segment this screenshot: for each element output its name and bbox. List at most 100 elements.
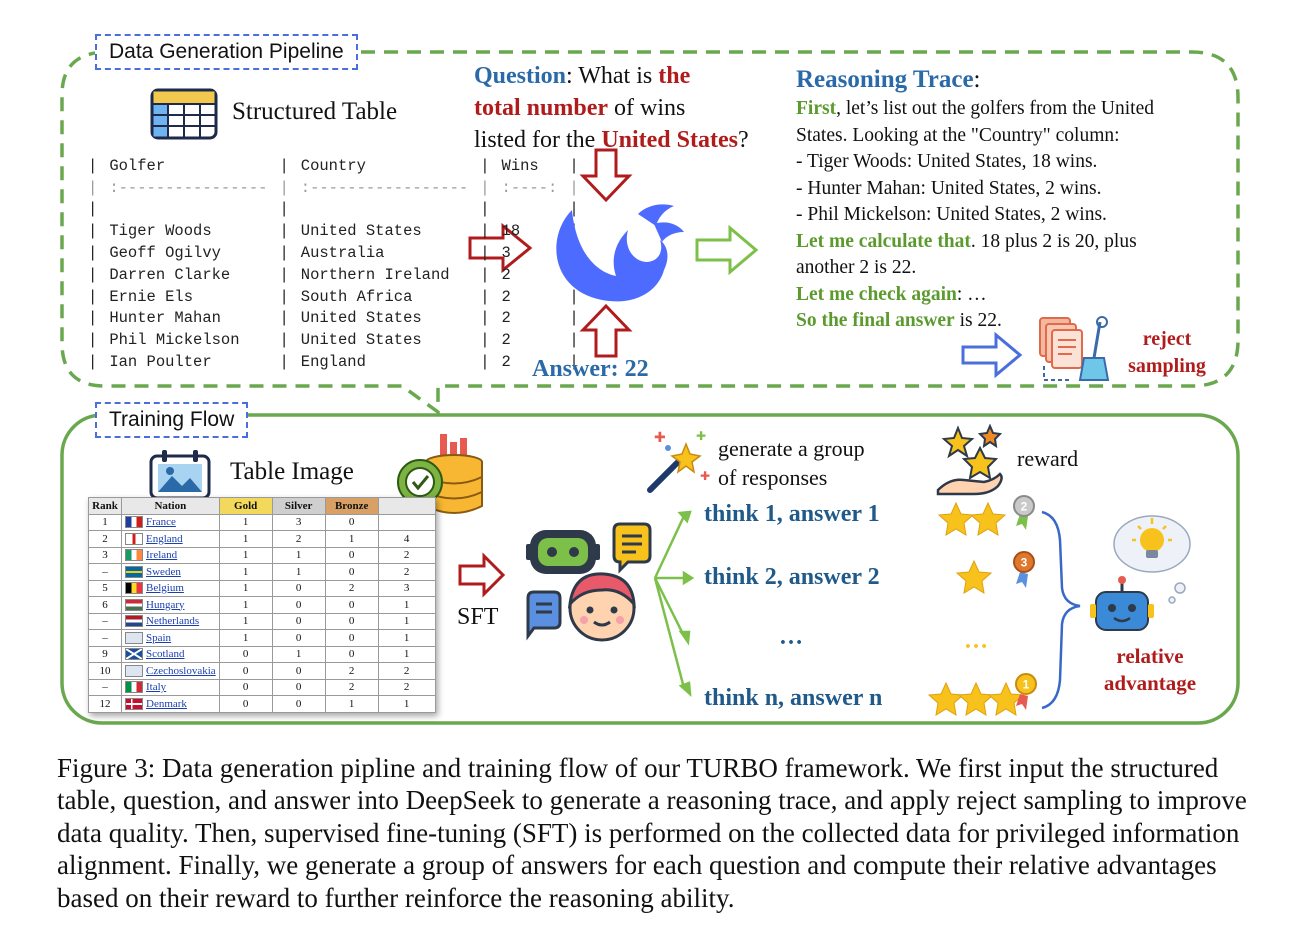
medal-cell: – [89,613,122,630]
medal-cell: 1 [219,580,272,597]
medal-cell: 2 [378,564,435,581]
medal-cell: 0 [272,597,325,614]
md-separator-cell: :---------------- [103,177,273,199]
arrow-model-to-trace [697,228,756,272]
medal-cell: 2 [272,531,325,548]
medal-cell: 1 [219,613,272,630]
arrow-question-to-model [583,150,629,200]
medal-nation: England [122,531,220,548]
star-icon [929,683,963,715]
figure-caption: Figure 3: Data generation pipline and tr… [57,752,1247,914]
table-row: |Ernie Els|South Africa|2| [82,286,585,308]
medal-cell: 0 [272,630,325,647]
table-row: 5Belgium1023 [89,580,436,597]
md-cell: Phil Mickelson [103,329,273,351]
trace-highlight: Let me check again [796,284,957,305]
md-header-golfer: Golfer [103,155,273,177]
medal-cell: 1 [378,696,435,713]
nation-link: Czechoslovakia [146,665,216,677]
medal-cell: 5 [89,580,122,597]
medal-cell: 1 [219,597,272,614]
md-cell: Tiger Woods [103,220,273,242]
nation-link: France [146,516,176,528]
md-cell: 2 [496,308,564,330]
medal-header-bronze: Bronze [325,498,378,515]
md-separator-cell: :----------------- [295,177,474,199]
think-line-n: think n, answer n [704,685,882,712]
arrow-sft [460,556,503,594]
arrow-answer-to-model [583,306,629,356]
medal-cell: 0 [219,646,272,663]
medal-cell: 1 [219,531,272,548]
medal-nation: Netherlands [122,613,220,630]
svg-text:✚: ✚ [696,429,706,443]
medal-nation: Denmark [122,696,220,713]
medal-header-nation: Nation [122,498,220,515]
md-cell: Australia [295,242,474,264]
medal-header-rank: Rank [89,498,122,515]
table-row: 6Hungary1001 [89,597,436,614]
medal-cell: 1 [219,514,272,531]
md-header-row: | Golfer | Country | Wins | [82,155,585,177]
question-part: of wins [608,95,685,121]
trace-line: another 2 is 22. [796,257,916,278]
medal-nation: Belgium [122,580,220,597]
trace-line: - Phil Mickelson: United States, 2 wins. [796,204,1107,225]
pipeline-tag: Data Generation Pipeline [95,34,358,70]
sft-label: SFT [457,604,498,631]
question-highlight: United States [601,127,738,153]
star-icon [971,503,1005,535]
question-part: : What is [566,63,658,89]
nation-link: England [146,533,183,545]
deepseek-whale-icon [546,196,686,308]
reward-hand-stars-icon [934,424,1010,496]
md-header-wins: Wins [496,155,564,177]
md-cell: 2 [496,329,564,351]
medal-cell: 1 [272,547,325,564]
table-row: |Tiger Woods|United States|18| [82,220,585,242]
question-text: Question: What is the total number of wi… [474,60,794,156]
medal-cell: 0 [219,696,272,713]
trace-line: - Hunter Mahan: United States, 2 wins. [796,178,1101,199]
md-header-country: Country [295,155,474,177]
reject-sampling-label: reject sampling [1112,326,1222,380]
medal-cell: 0 [325,514,378,531]
medal-nation: Spain [122,630,220,647]
medal-cell: 1 [219,564,272,581]
medal-cell: 0 [325,630,378,647]
table-row: 9Scotland0101 [89,646,436,663]
medal-nation: Hungary [122,597,220,614]
generate-line-1: generate a group [718,436,865,461]
md-cell: United States [295,329,474,351]
table-row: 2England1214 [89,531,436,548]
medal-header-silver: Silver [272,498,325,515]
medal-cell: 2 [325,580,378,597]
reward-label: reward [1017,446,1078,472]
trace-line: - Tiger Woods: United States, 18 wins. [796,151,1097,172]
medal-nation: France [122,514,220,531]
nation-link: Hungary [146,599,185,611]
medal-cell: 0 [272,613,325,630]
table-icon [150,88,218,140]
think-line-1: think 1, answer 1 [704,501,880,528]
trace-highlight: So the final answer [796,310,955,331]
trace-colon: : [974,66,981,93]
medal-cell: 1 [325,696,378,713]
robot-human-chat-icon [524,516,654,642]
md-cell: England [295,351,474,373]
md-cell: Darren Clarke [103,264,273,286]
medal-cell: 1 [378,646,435,663]
medal-header-total [378,498,435,515]
svg-text:✚: ✚ [700,469,710,483]
table-row: |Geoff Ogilvy|Australia|3| [82,242,585,264]
medal-cell: 1 [272,564,325,581]
star-icon [939,503,973,535]
trace-line: : … [957,284,987,305]
question-part: ? [738,127,749,153]
medal-cell: 1 [378,630,435,647]
md-cell: United States [295,308,474,330]
relative-line-2: advantage [1104,671,1196,695]
trace-title-line: Reasoning Trace: [796,64,1226,96]
